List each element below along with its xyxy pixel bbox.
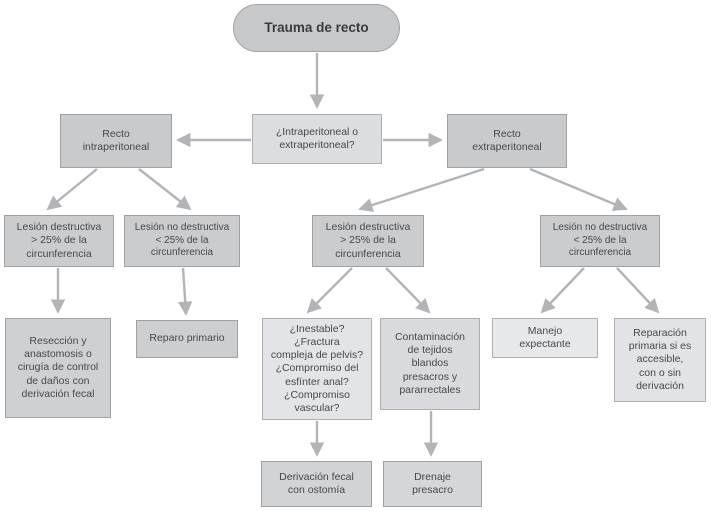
node-drenaje-presacro: Drenaje presacro	[383, 461, 482, 507]
node-lesion-no-destructiva-intraperitoneal: Lesión no destructiva < 25% de la circun…	[124, 215, 240, 267]
node-contaminacion-tejidos-blandos: Contaminación de tejidos blandos presacr…	[380, 318, 480, 410]
node-intraperitoneal-o-extraperitoneal-question: ¿Intraperitoneal o extraperitoneal?	[252, 114, 382, 164]
node-reparacion-primaria: Reparación primaria si es accesible, con…	[614, 318, 706, 402]
node-lesion-destructiva-intraperitoneal: Lesión destructiva > 25% de la circunfer…	[4, 215, 114, 267]
node-derivacion-fecal-con-ostomia: Derivación fecal con ostomía	[261, 461, 372, 507]
node-recto-intraperitoneal: Recto intraperitoneal	[60, 114, 172, 168]
node-reseccion-y-anastomosis: Resección y anastomosis o cirugía de con…	[5, 318, 111, 418]
node-reparo-primario: Reparo primario	[136, 320, 238, 358]
node-lesion-no-destructiva-extraperitoneal: Lesión no destructiva < 25% de la circun…	[540, 215, 660, 267]
node-manejo-expectante: Manejo expectante	[492, 318, 598, 358]
node-inestable-fractura-compromiso: ¿Inestable? ¿Fractura compleja de pelvis…	[262, 318, 372, 420]
node-trauma-de-recto: Trauma de recto	[233, 4, 400, 52]
node-recto-extraperitoneal: Recto extraperitoneal	[447, 114, 567, 168]
node-lesion-destructiva-extraperitoneal: Lesión destructiva > 25% de la circunfer…	[312, 215, 424, 267]
